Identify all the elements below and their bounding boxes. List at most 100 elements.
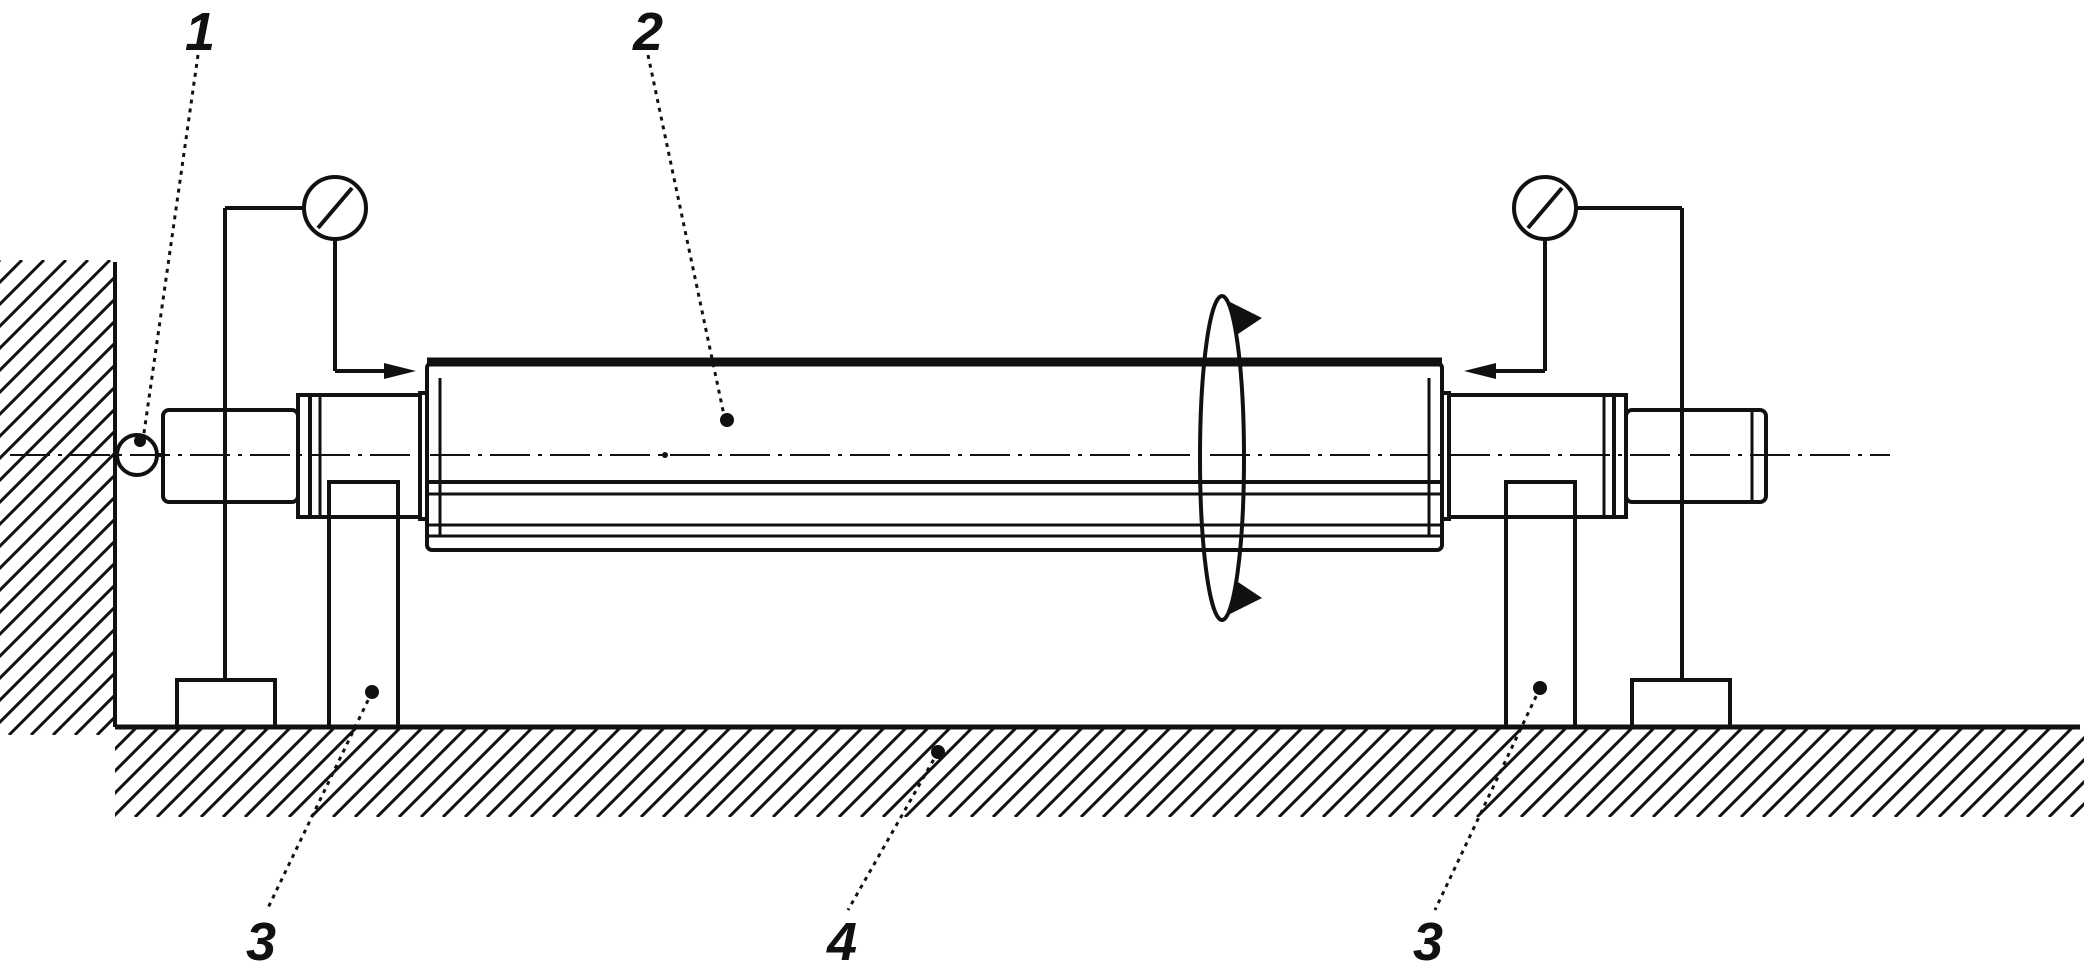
hatch-line [265, 727, 359, 817]
hatch-line [595, 727, 689, 817]
hatch-line [0, 318, 115, 439]
hatch-line [251, 260, 726, 735]
hatch-line [309, 727, 403, 817]
floor-hatching [115, 727, 2084, 817]
hatch-line [639, 727, 733, 817]
hatch-line [207, 260, 682, 735]
hatch-line [243, 727, 337, 817]
hatch-line [1563, 727, 1657, 817]
hatch-line [493, 260, 968, 735]
hatch-line [1651, 727, 1745, 817]
right-gauge-stand [1464, 175, 1732, 729]
wall-hatching [0, 260, 1056, 735]
hatch-line [1497, 727, 1591, 817]
hatch-line [199, 727, 293, 817]
hatch-line [1761, 727, 1855, 817]
hatch-line [573, 727, 667, 817]
hatch-line [1695, 727, 1789, 817]
hatch-line [0, 560, 115, 681]
rotation-arrow-icon [1198, 294, 1262, 622]
hatch-line [0, 260, 90, 351]
hatch-line [1717, 727, 1811, 817]
hatch-line [2047, 779, 2084, 817]
hatch-line [115, 727, 139, 752]
hatch-line [1189, 727, 1283, 817]
hatch-line [273, 260, 748, 735]
hatch-line [0, 450, 115, 571]
hatch-line [119, 260, 594, 735]
hatch-line [1871, 727, 1965, 817]
hatch-line [537, 260, 1012, 735]
hatch-line [115, 727, 183, 796]
hatch-line [115, 727, 117, 730]
hatch-line [581, 260, 1056, 735]
label-base: 4 [826, 912, 857, 970]
hatch-line [1937, 727, 2031, 817]
right-shaft [1440, 391, 1768, 521]
hatch-line [1607, 727, 1701, 817]
hatch-line [1541, 727, 1635, 817]
left-gauge-stand [175, 175, 416, 729]
label-roll: 2 [632, 2, 663, 62]
hatch-line [705, 727, 799, 817]
hatch-line [427, 260, 902, 735]
hatch-line [73, 692, 115, 735]
hatch-line [749, 727, 843, 817]
hatch-line [815, 727, 909, 817]
hatch-line [441, 727, 535, 817]
hatch-line [0, 296, 115, 417]
hatch-line [507, 727, 601, 817]
hatch-line [1299, 727, 1393, 817]
hatch-line [1233, 727, 1327, 817]
hatch-line [7, 626, 115, 735]
hatch-line [361, 260, 836, 735]
hatch-line [1805, 727, 1899, 817]
hatch-line [2003, 735, 2084, 817]
hatch-line [0, 406, 115, 527]
right-support-block [1504, 480, 1577, 729]
hatch-line [1277, 727, 1371, 817]
hatch-line [1365, 727, 1459, 817]
hatch-line [1585, 727, 1679, 817]
hatch-line [771, 727, 865, 817]
hatch-line [0, 362, 115, 483]
hatch-line [0, 260, 112, 373]
hatch-line [559, 260, 1034, 735]
hatch-line [969, 727, 1063, 817]
hatch-line [405, 260, 880, 735]
hatch-line [463, 727, 557, 817]
hatch-line [155, 727, 249, 817]
hatch-line [133, 727, 227, 817]
hatch-line [1321, 727, 1415, 817]
hatch-line [0, 538, 115, 659]
hatch-line [419, 727, 513, 817]
hatch-line [397, 727, 491, 817]
hatch-line [383, 260, 858, 735]
hatch-line [661, 727, 755, 817]
hatch-line [1783, 727, 1877, 817]
hatch-line [331, 727, 425, 817]
label-sensor: 1 [185, 2, 215, 62]
hatch-line [0, 340, 115, 461]
hatch-line [1739, 727, 1833, 817]
hatch-line [0, 384, 115, 505]
hatch-line [1387, 727, 1481, 817]
hatch-line [837, 727, 931, 817]
hatch-line [353, 727, 447, 817]
left-shaft [161, 391, 429, 521]
left-support-block [327, 480, 400, 729]
hatch-line [1079, 727, 1173, 817]
hatch-line [991, 727, 1085, 817]
hatch-line [1101, 727, 1195, 817]
hatch-line [317, 260, 792, 735]
hatch-line [51, 670, 115, 735]
hatch-line [141, 260, 616, 735]
hatch-line [1981, 727, 2075, 817]
hatch-line [485, 727, 579, 817]
hatch-line [683, 727, 777, 817]
label-support-left: 3 [246, 912, 276, 970]
hatch-line [29, 648, 115, 735]
hatch-line [0, 516, 115, 637]
hatch-line [177, 727, 271, 817]
